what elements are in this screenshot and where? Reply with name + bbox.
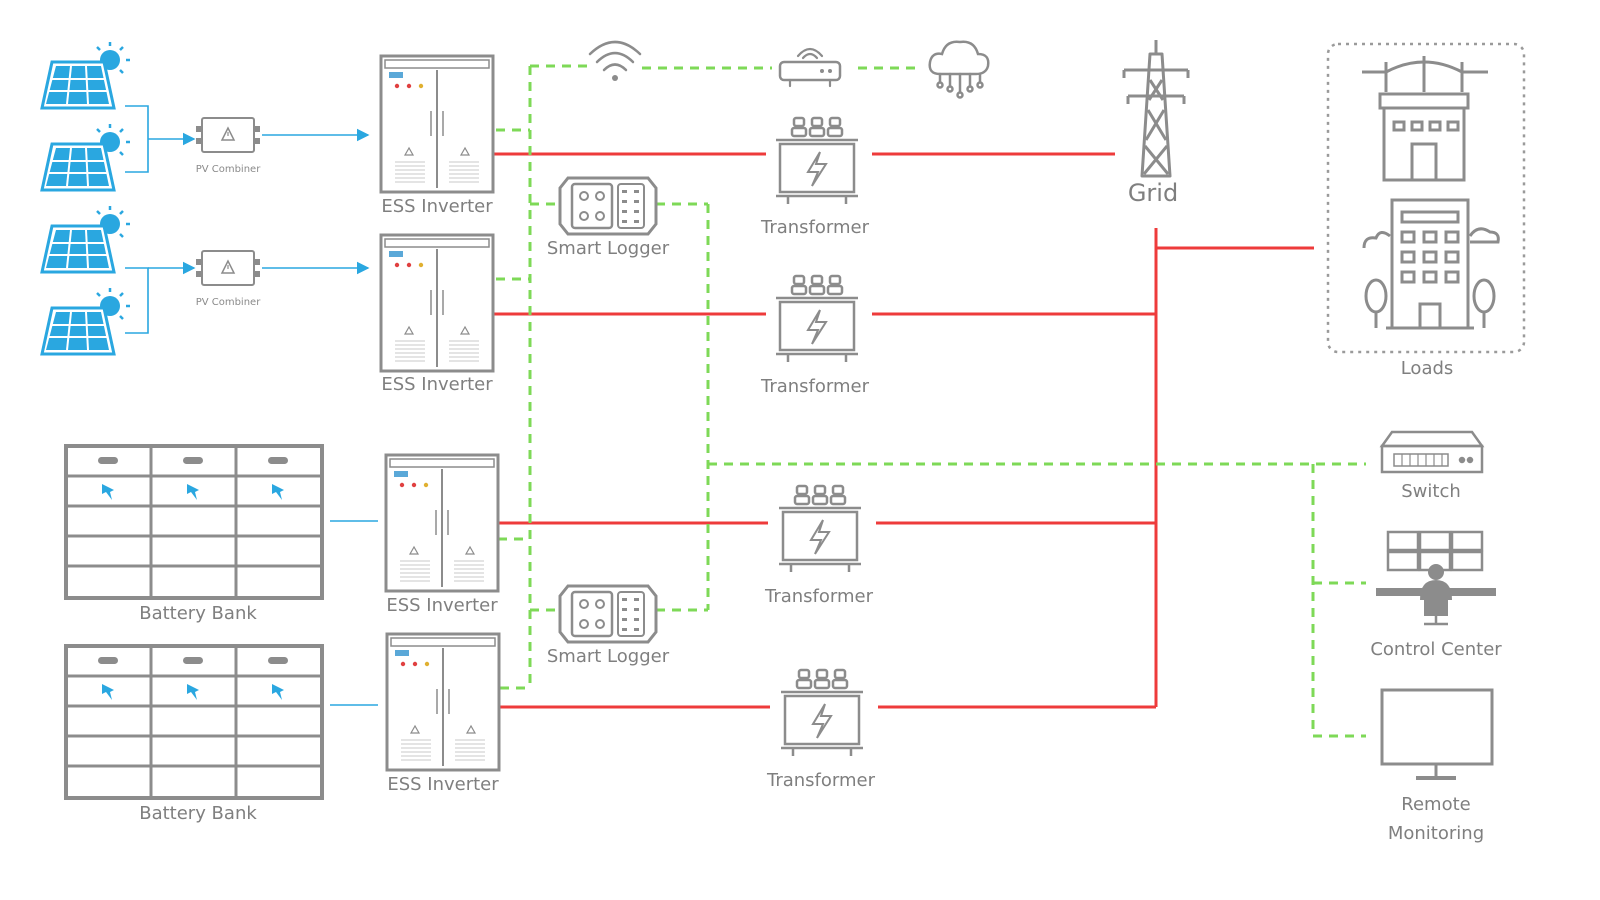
grid-label: Grid [1128, 179, 1178, 207]
ess-inverter-2: ESS Inverter [379, 233, 495, 395]
ess-inverter-label: ESS Inverter [381, 196, 493, 217]
transformer-label: Transformer [766, 770, 876, 791]
loads-boundary [1326, 42, 1526, 354]
ess-inverter-4: ESS Inverter [385, 632, 501, 795]
remote-monitoring-label-line1: Remote [1401, 794, 1470, 815]
power-lines [494, 152, 1314, 709]
battery-bank-2: Battery Bank [64, 644, 324, 824]
transformer-label: Transformer [760, 217, 870, 238]
network-switch: Switch [1379, 430, 1485, 502]
transformer-4: Transformer [766, 668, 876, 791]
ess-inverter-icon [385, 632, 501, 772]
pv-combiner-label: PV Combiner [196, 297, 262, 308]
transformer-2: Transformer [760, 274, 870, 397]
solar-panel-icon [40, 204, 132, 274]
transformer-3: Transformer [764, 484, 874, 607]
ess-inverter-label: ESS Inverter [387, 774, 499, 795]
solar-panel-icon [40, 40, 132, 110]
building-icon [1362, 198, 1500, 330]
transformer-icon [774, 274, 860, 364]
pv-combiner-2: PV Combiner [195, 250, 262, 308]
substation-icon [1362, 56, 1488, 182]
battery-bank-1: Battery Bank [64, 444, 324, 624]
network-switch-icon [1379, 430, 1485, 474]
cloud-icon [928, 40, 990, 99]
transformer-label: Transformer [764, 586, 874, 607]
dc-lines [125, 105, 378, 706]
smart-logger-icon [558, 176, 658, 236]
transmission-tower-icon [1122, 40, 1190, 178]
wifi-icon [588, 40, 642, 81]
pv-combiner-label: PV Combiner [196, 164, 262, 175]
control-center: Control Center [1370, 530, 1502, 660]
battery-bank-icon [64, 644, 324, 800]
ess-inverter-icon [379, 54, 495, 194]
transformer-icon [779, 668, 865, 758]
ess-inverter-label: ESS Inverter [386, 595, 498, 616]
control-center-icon [1376, 530, 1496, 626]
solar-panel-icon [40, 286, 132, 356]
smart-logger-label: Smart Logger [547, 238, 670, 259]
ess-inverter-3: ESS Inverter [384, 453, 500, 616]
pv-combiner-1: PV Combiner [195, 117, 262, 175]
battery-bank-label: Battery Bank [139, 803, 257, 824]
loads: Loads [1326, 42, 1526, 379]
transformer-label: Transformer [760, 376, 870, 397]
battery-bank-icon [64, 444, 324, 600]
smart-logger-label: Smart Logger [547, 646, 670, 667]
transformer-icon [774, 116, 860, 206]
switch-label: Switch [1401, 481, 1461, 502]
smart-logger-icon [558, 584, 658, 644]
remote-monitoring-label-line2: Monitoring [1388, 823, 1484, 844]
solar-panel-icon [40, 122, 132, 192]
ess-inverter-1: ESS Inverter [379, 54, 495, 217]
control-center-label: Control Center [1370, 639, 1502, 660]
smart-logger-1: Smart Logger [547, 176, 670, 259]
ess-inverter-label: ESS Inverter [381, 374, 493, 395]
router-icon [778, 47, 842, 88]
grid: Grid [1122, 40, 1190, 207]
monitor-icon [1380, 688, 1494, 780]
remote-monitoring: Remote Monitoring [1380, 688, 1494, 844]
smart-logger-2: Smart Logger [547, 584, 670, 667]
battery-bank-label: Battery Bank [139, 603, 257, 624]
ess-inverter-icon [379, 233, 495, 373]
transformer-icon [777, 484, 863, 574]
transformer-1: Transformer [760, 116, 870, 238]
pv-combiner-icon [195, 250, 261, 286]
loads-label: Loads [1401, 358, 1454, 379]
communication-lines [496, 64, 1366, 738]
pv-combiner-icon [195, 117, 261, 153]
ess-inverter-icon [384, 453, 500, 593]
